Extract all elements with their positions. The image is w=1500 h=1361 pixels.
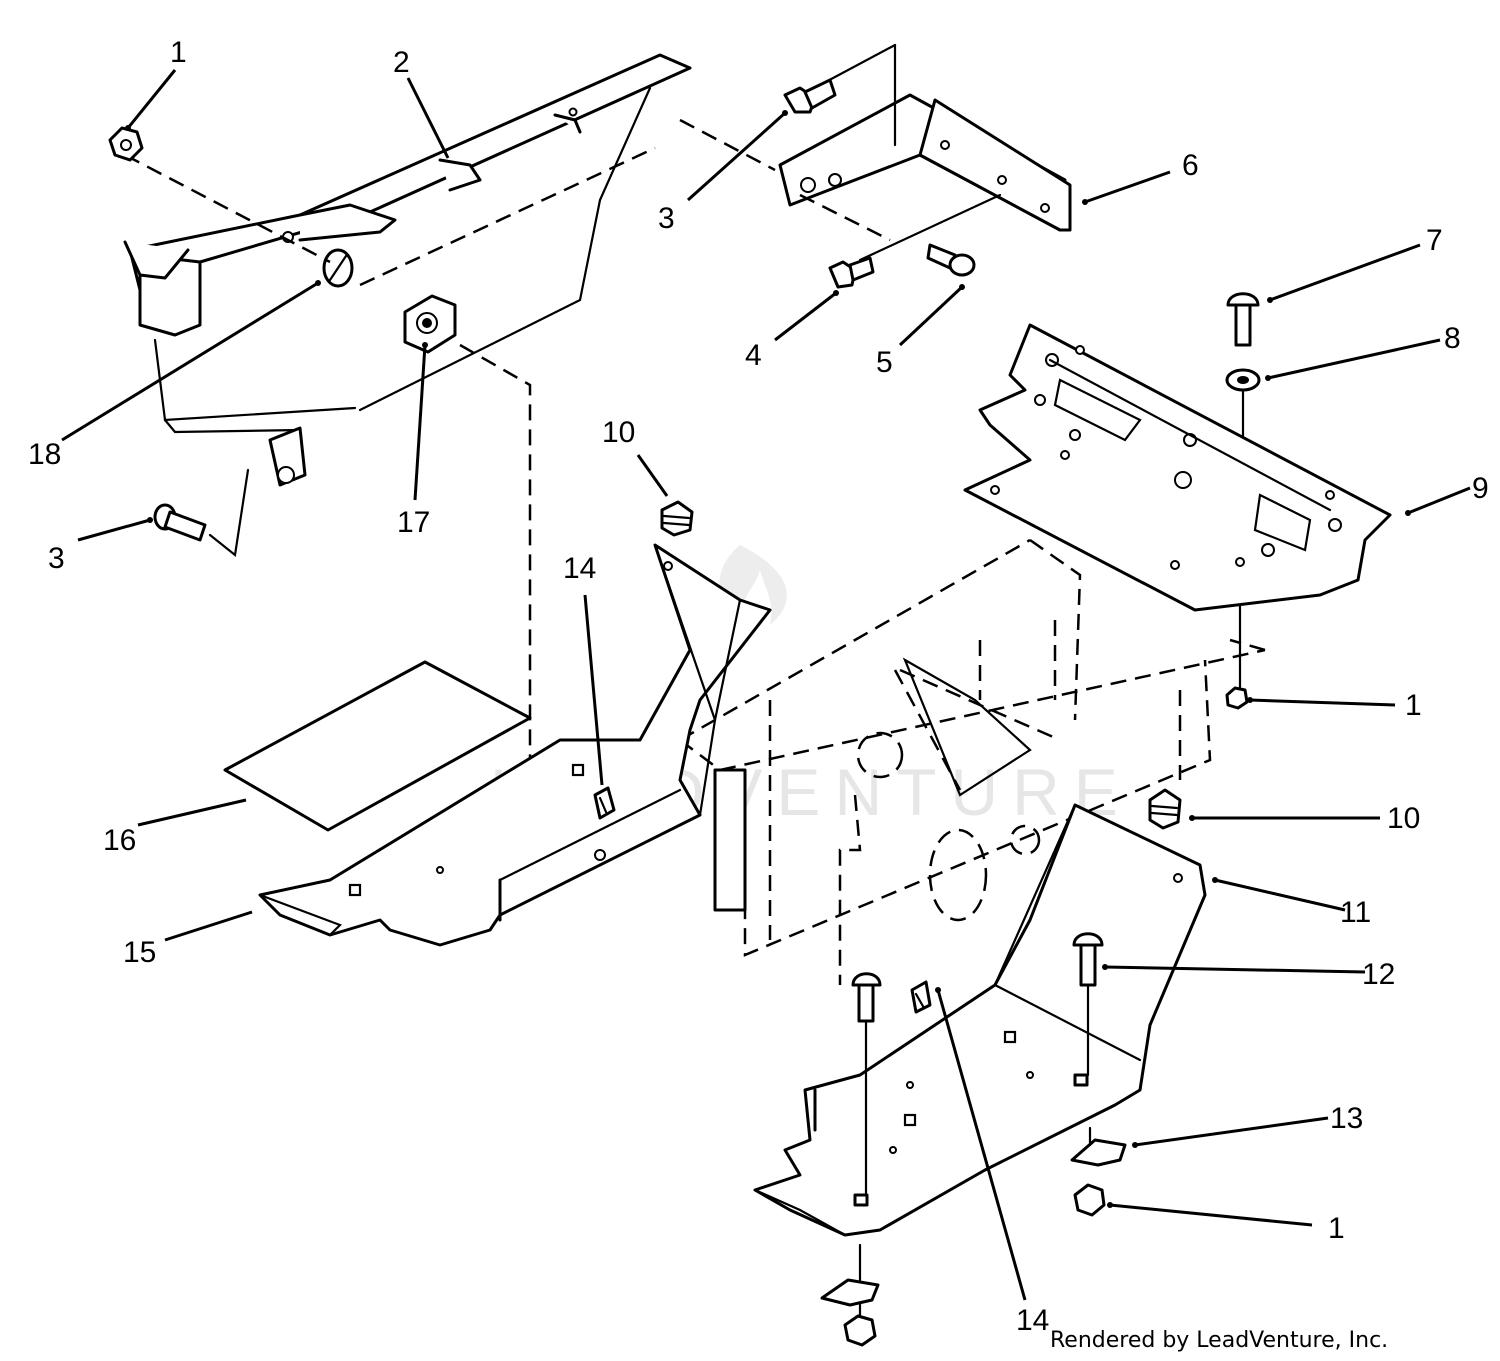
part-9-top-plate [963, 323, 1392, 612]
callout-9: 9 [1472, 472, 1489, 505]
callout-8: 8 [1444, 322, 1461, 355]
part-14-clip-left [593, 786, 616, 820]
part-3-bolt-lower [153, 503, 207, 542]
callout-1-bottom: 1 [1328, 1212, 1345, 1245]
callout-16: 16 [103, 824, 136, 857]
part-16-foot-mat [223, 660, 532, 832]
part-3-bolt-upper [783, 78, 837, 114]
callout-14-left: 14 [563, 552, 596, 585]
callout-13: 13 [1330, 1102, 1363, 1135]
part-5-carriage-bolt [926, 243, 976, 277]
part-15-left-footrest [258, 543, 772, 947]
credit-text: Rendered by LeadVenture, Inc. [1050, 1328, 1388, 1353]
callout-6: 6 [1182, 149, 1199, 182]
callout-5: 5 [876, 346, 893, 379]
part-10-bumper-upper [660, 500, 694, 537]
part-14-clip-right [910, 980, 932, 1014]
callout-7: 7 [1426, 224, 1443, 257]
callout-10-upper: 10 [602, 416, 635, 449]
part-12-carriage-bolt [1072, 932, 1104, 1077]
callout-1-right: 1 [1405, 689, 1422, 722]
callout-17: 17 [397, 506, 430, 539]
callout-14-right: 14 [1016, 1304, 1049, 1337]
callout-4: 4 [745, 339, 762, 372]
part-18-washer [322, 248, 354, 288]
part-1-nut-bottom-right [1073, 1183, 1106, 1217]
callout-12: 12 [1362, 958, 1395, 991]
callout-10-right: 10 [1387, 802, 1420, 835]
callout-3-lower: 3 [48, 542, 65, 575]
part-4-bolt [828, 256, 875, 289]
frame-body [679, 538, 1266, 985]
callout-11: 11 [1340, 896, 1371, 929]
assembly-lines-upper [124, 86, 776, 820]
leader-lines [61, 69, 1471, 1301]
callout-18: 18 [28, 438, 61, 471]
part-12-carriage-bolt-left [851, 972, 882, 1322]
part-7-carriage-bolt [1226, 292, 1260, 347]
part-17-nut [403, 294, 457, 354]
part-1-nut-right [1225, 686, 1249, 710]
part-1-nut-bottom [843, 1314, 877, 1347]
callout-3-upper: 3 [658, 202, 675, 235]
part-6-angle-bracket [778, 43, 1072, 262]
part-11-right-footrest [753, 803, 1207, 1237]
callout-15: 15 [123, 936, 156, 969]
callout-1-upper: 1 [170, 36, 187, 69]
part-13-clip [1070, 1126, 1127, 1167]
part-1-nut-upper [108, 126, 144, 162]
callout-2: 2 [393, 46, 410, 79]
part-13-clip-lower [820, 1278, 880, 1307]
part-10-bumper-right [1148, 788, 1182, 830]
callout-labels: 1 2 3 6 7 8 4 5 9 18 17 10 3 14 1 10 16 … [28, 36, 1489, 1337]
